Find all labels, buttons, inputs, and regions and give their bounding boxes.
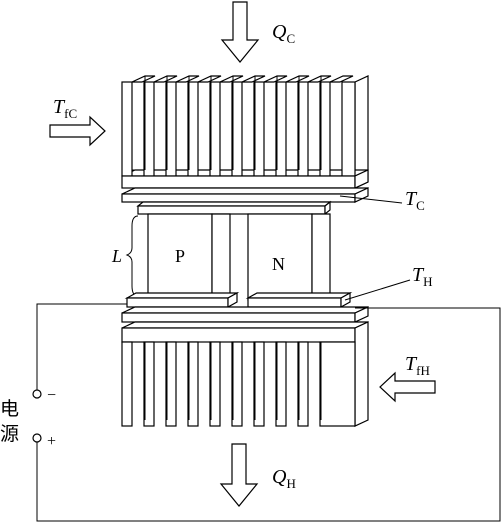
circuit-wire	[36, 303, 501, 522]
leg-length-brace	[125, 215, 139, 297]
cold-side-heatsink	[121, 75, 369, 216]
n-type-leg	[247, 213, 331, 301]
t-fh-label: TfH	[405, 353, 430, 378]
minus-sign: −	[47, 387, 56, 404]
hot-air-arrow	[379, 371, 436, 403]
power-supply-label-bottom: 源	[0, 423, 19, 445]
p-type-leg	[147, 213, 231, 301]
q-c-label: QC	[272, 21, 295, 46]
plus-terminal	[32, 433, 42, 443]
q-h-label: QH	[272, 466, 296, 491]
p-leg-label: P	[175, 246, 185, 266]
cold-air-arrow	[49, 115, 106, 147]
hot-side-assembly	[121, 291, 369, 323]
heat-in-arrow	[220, 1, 260, 63]
hot-side-heatsink	[121, 321, 369, 427]
length-label: L	[111, 246, 122, 266]
t-c-leader	[339, 195, 403, 204]
t-c-label: TC	[405, 188, 425, 213]
n-leg-label: N	[272, 254, 285, 274]
t-h-leader	[344, 279, 411, 301]
heat-out-arrow	[219, 443, 259, 507]
plus-sign: +	[47, 433, 56, 450]
power-supply-label-top: 电	[0, 398, 19, 420]
t-fc-label: TfC	[53, 96, 77, 121]
t-h-label: TH	[412, 264, 433, 289]
minus-terminal	[32, 389, 42, 399]
